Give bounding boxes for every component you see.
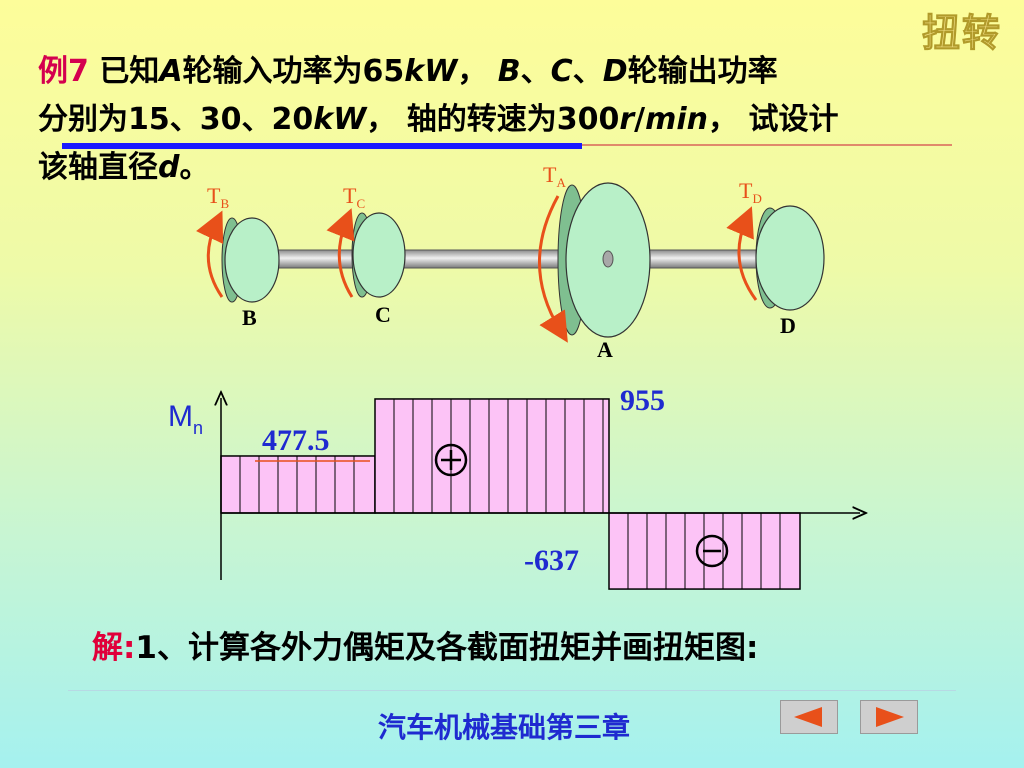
torque-bars <box>220 398 801 590</box>
torque-arrow-d <box>726 206 758 301</box>
torque-bar-1 <box>220 455 376 514</box>
wheel-b <box>221 217 280 303</box>
next-slide-button[interactable] <box>860 700 918 734</box>
wheel-label-c: C <box>375 302 391 327</box>
text-fragment: d <box>158 150 180 185</box>
value-label-3: -637 <box>524 544 579 577</box>
value-label-2: 955 <box>620 384 665 417</box>
torque-label-tb: TB <box>207 183 229 211</box>
wheel-label-d: D <box>780 313 796 338</box>
wheel-d <box>755 205 825 311</box>
text-fragment: B <box>497 54 521 89</box>
torque-label-ta: TA <box>543 162 566 190</box>
torque-label-tc: TC <box>343 183 365 211</box>
torque-bar-2 <box>374 398 610 514</box>
problem-line-3: 该轴直径d。 <box>38 144 998 192</box>
torque-arrow-b <box>196 210 224 298</box>
text-fragment: 已知 <box>88 54 160 89</box>
text-fragment: r <box>619 102 635 137</box>
value-label-1: 477.5 <box>262 424 330 457</box>
text-fragment: / <box>634 102 646 137</box>
chapter-title: 扭转 <box>921 11 1002 56</box>
torque-arrow-a <box>538 195 568 343</box>
text-fragment: A <box>159 54 183 89</box>
prev-slide-button[interactable] <box>780 700 838 734</box>
left-triangle-icon <box>794 707 822 727</box>
wheel-label-a: A <box>597 337 613 362</box>
highlight-underline-blue <box>62 143 582 149</box>
highlight-underline-red <box>582 144 952 146</box>
minus-sign-icon <box>695 534 729 568</box>
example-label: 例7 <box>38 54 89 89</box>
plus-sign-icon <box>434 443 468 477</box>
text-fragment: 该轴直径 <box>38 150 158 185</box>
torque-arrow-c <box>326 208 355 298</box>
text-fragment: ， <box>457 54 498 89</box>
wheel-label-b: B <box>242 305 257 330</box>
text-fragment: 、 <box>520 54 551 89</box>
text-fragment: 、 <box>572 54 603 89</box>
problem-line-2: 分别为15、30、20kW， 轴的转速为300r/min， 试设计 <box>38 96 998 144</box>
text-fragment: ， 试设计 <box>708 102 839 137</box>
footer-divider <box>68 690 956 691</box>
text-fragment: 。 <box>179 150 210 185</box>
torque-label-td: TD <box>739 178 762 206</box>
text-fragment: D <box>602 54 628 89</box>
torque-axis-label: Mn <box>168 400 203 438</box>
text-fragment: kW <box>404 54 458 89</box>
text-fragment: 轮输入功率为65 <box>182 54 405 89</box>
text-fragment: min <box>645 102 709 137</box>
shaft <box>249 249 791 269</box>
text-fragment: C <box>550 54 573 89</box>
torque-diagram: Mn 477.5 955 -637 <box>168 384 860 590</box>
footer-title: 汽车机械基础第三章 <box>378 711 631 744</box>
problem-line-1: 例7 已知A轮输入功率为65kW， B、C、D轮输出功率 <box>38 48 998 96</box>
text-fragment: 分别为15、30、20 <box>38 102 314 137</box>
text-fragment: 轮输出功率 <box>627 54 778 89</box>
solution-line: 解:1、计算各外力偶矩及各截面扭矩并画扭矩图: <box>92 622 758 667</box>
solution-label: 解: <box>92 630 136 666</box>
wheel-c <box>351 212 406 298</box>
wheel-a <box>557 182 651 338</box>
problem-statement: 例7 已知A轮输入功率为65kW， B、C、D轮输出功率 分别为15、30、20… <box>38 48 998 192</box>
text-fragment: kW <box>313 102 367 137</box>
text-fragment: ， 轴的转速为300 <box>366 102 620 137</box>
right-triangle-icon <box>876 707 904 727</box>
solution-text: 1、计算各外力偶矩及各截面扭矩并画扭矩图: <box>135 630 759 666</box>
